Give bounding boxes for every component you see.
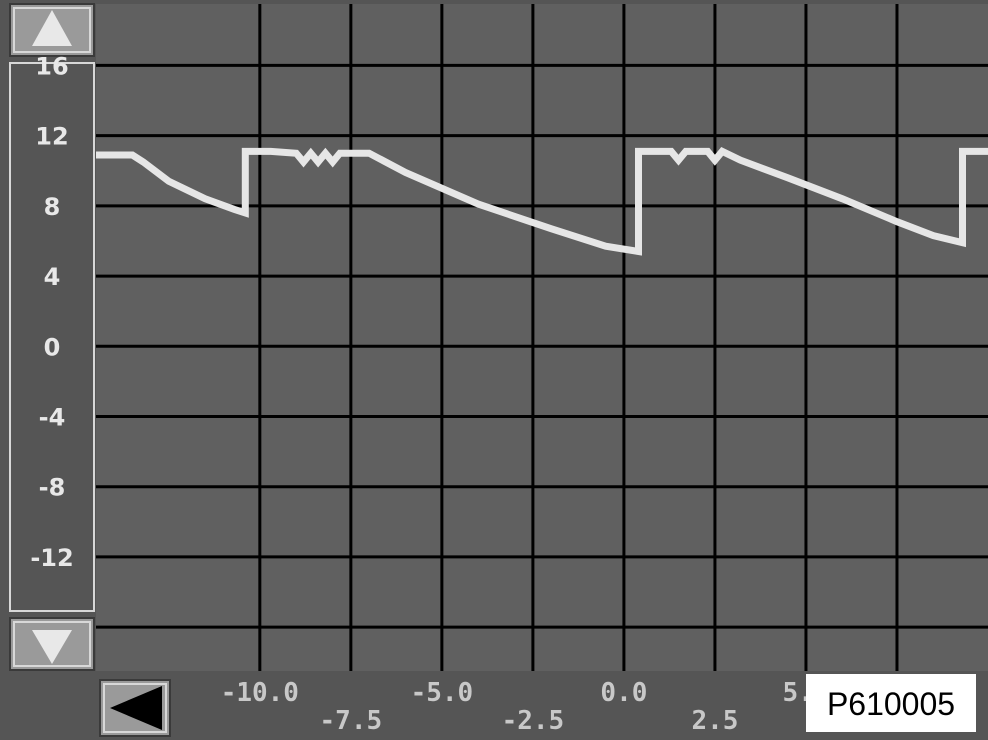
triangle-up-icon <box>32 10 72 46</box>
y-tick-label: -8 <box>39 474 66 502</box>
y-tick-label: 8 <box>44 193 61 221</box>
y-tick-label: 4 <box>44 263 61 291</box>
x-tick-label: -5.0 <box>411 678 474 708</box>
x-tick-label: -7.5 <box>320 706 383 736</box>
scroll-up-button[interactable] <box>9 3 95 57</box>
x-tick-label: 2.5 <box>691 706 738 736</box>
triangle-left-icon <box>110 686 162 730</box>
y-tick-label: -4 <box>39 403 66 431</box>
figure-id-label: P610005 <box>806 674 976 732</box>
y-tick-label: 0 <box>44 333 61 361</box>
x-tick-label: 0.0 <box>600 678 647 708</box>
y-tick-label: 12 <box>35 123 68 151</box>
y-scale-panel <box>9 62 95 612</box>
scroll-down-button[interactable] <box>9 617 95 671</box>
y-tick-label: -12 <box>30 544 73 572</box>
triangle-down-icon <box>32 630 72 664</box>
y-tick-label: 16 <box>35 52 68 80</box>
plot-area <box>96 4 988 671</box>
scroll-left-button[interactable] <box>99 679 171 737</box>
x-tick-label: -10.0 <box>221 678 299 708</box>
figure-id-text: P610005 <box>827 686 955 722</box>
series-line <box>96 147 988 256</box>
x-tick-label: -2.5 <box>502 706 565 736</box>
